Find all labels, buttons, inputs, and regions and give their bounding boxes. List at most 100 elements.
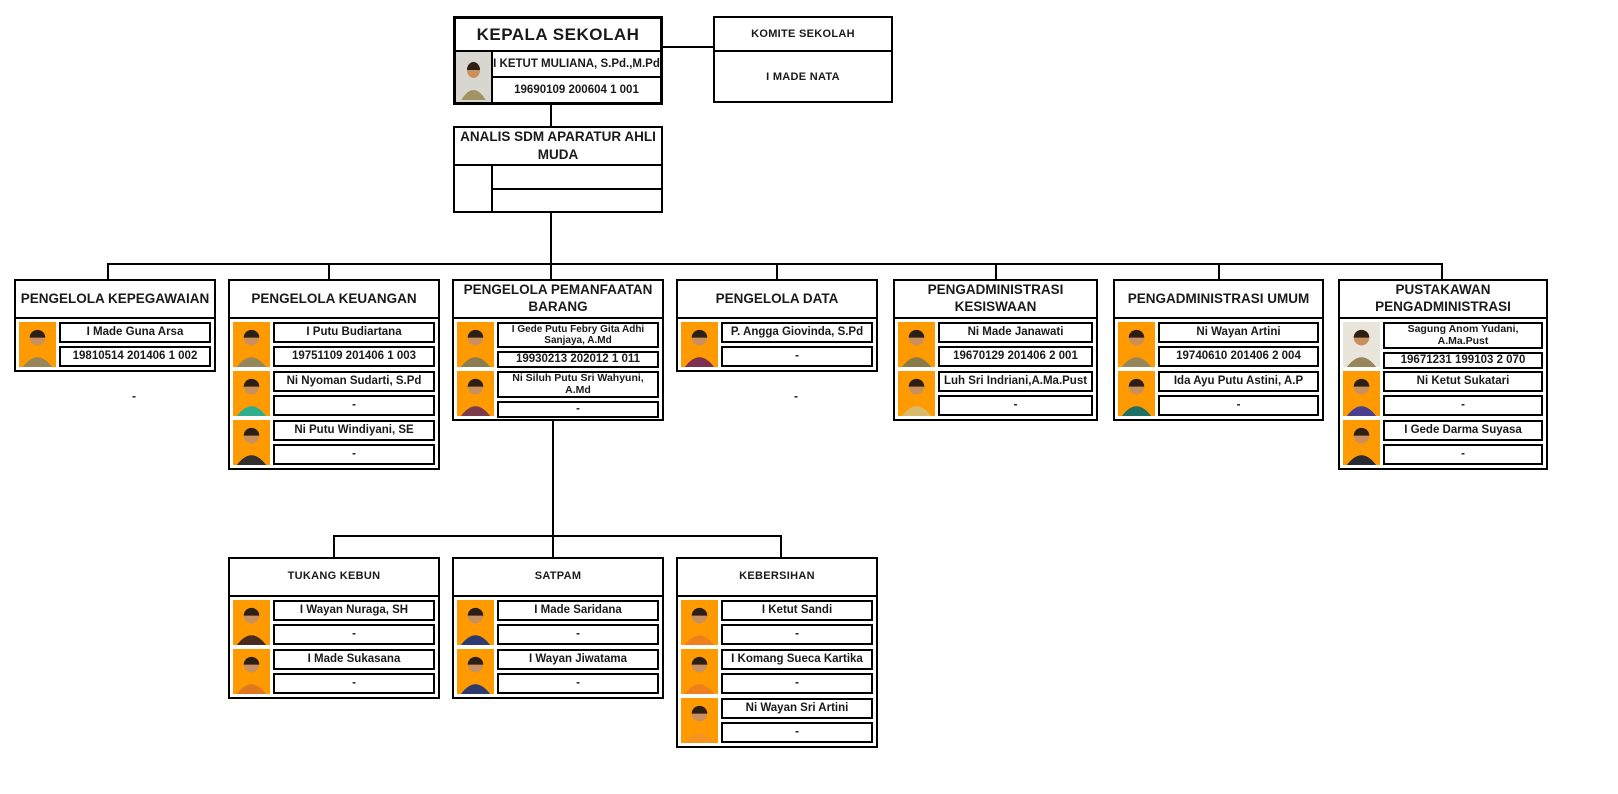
unit-title: PENGADMINISTRASI KESISWAAN (895, 281, 1096, 319)
member-row: Ni Ketut Sukatari - (1343, 371, 1543, 416)
member-name: Luh Sri Indriani,A.Ma.Pust (938, 371, 1093, 392)
member-nip: - (273, 444, 435, 465)
member-photo (1118, 371, 1155, 416)
member-photo (457, 600, 494, 645)
kepala-photo (456, 52, 493, 102)
analis-title: ANALIS SDM APARATUR AHLI MUDA (455, 128, 661, 166)
kepala-name: I KETUT MULIANA, S.Pd.,M.Pd (493, 52, 660, 78)
kepala-sekolah-box: KEPALA SEKOLAH I KETUT MULIANA, S.Pd.,M.… (453, 16, 663, 105)
member-name: I Made Guna Arsa (59, 322, 211, 343)
connector-line (550, 212, 552, 264)
member-name: Ni Wayan Artini (1158, 322, 1319, 343)
komite-name: I MADE NATA (766, 70, 840, 83)
person-photo-icon (684, 329, 715, 367)
member-nip: 19740610 201406 2 004 (1158, 346, 1319, 367)
unit-title: SATPAM (454, 559, 662, 597)
unit-box-pengelola-pemanfaatan-barang: PENGELOLA PEMANFAATAN BARANG I Gede Putu… (452, 279, 664, 421)
analis-empty-photo-cell (455, 166, 493, 211)
member-name: I Putu Budiartana (273, 322, 435, 343)
member-row: I Made Guna Arsa 19810514 201406 1 002 (19, 322, 211, 367)
vacant-dash: - (132, 389, 136, 403)
unit-box-satpam: SATPAM I Made Saridana - (452, 557, 664, 699)
unit-box-kebersihan: KEBERSIHAN I Ketut Sandi - (676, 557, 878, 748)
member-row: Ida Ayu Putu Astini, A.P - (1118, 371, 1319, 416)
person-photo-icon (461, 62, 486, 100)
member-nip: - (938, 395, 1093, 416)
person-photo-icon (460, 607, 491, 645)
vacant-dash: - (794, 389, 798, 403)
person-photo-icon (22, 329, 53, 367)
person-photo-icon (901, 378, 932, 416)
member-row: Ni Putu Windiyani, SE - (233, 420, 435, 465)
member-photo (233, 420, 270, 465)
person-photo-icon (236, 656, 267, 694)
person-photo-icon (684, 656, 715, 694)
kepala-title: KEPALA SEKOLAH (456, 19, 660, 52)
person-photo-icon (684, 607, 715, 645)
analis-empty-name-cell (493, 166, 661, 190)
person-photo-icon (236, 427, 267, 465)
connector-line (552, 421, 554, 535)
analis-sdm-box: ANALIS SDM APARATUR AHLI MUDA (453, 126, 663, 213)
member-nip: 19751109 201406 1 003 (273, 346, 435, 367)
connector-line (1441, 263, 1443, 279)
member-name: I Ketut Sandi (721, 600, 873, 621)
member-nip: - (721, 722, 873, 743)
member-row: I Made Sukasana - (233, 649, 435, 694)
member-photo (19, 322, 56, 367)
member-nip: - (1383, 444, 1543, 465)
member-row: Ni Siluh Putu Sri Wahyuni, A.Md - (457, 371, 659, 418)
unit-title: TUKANG KEBUN (230, 559, 438, 597)
person-photo-icon (460, 329, 491, 367)
member-row: Ni Wayan Sri Artini - (681, 698, 873, 743)
member-photo (1343, 420, 1380, 465)
unit-box-pustakawan-pengadministrasi: PUSTAKAWAN PENGADMINISTRASI Sagung Anom … (1338, 279, 1548, 470)
member-photo (233, 371, 270, 416)
unit-title: PENGELOLA KEUANGAN (230, 281, 438, 319)
member-row: I Wayan Jiwatama - (457, 649, 659, 694)
member-name: Ni Ketut Sukatari (1383, 371, 1543, 392)
member-nip: - (721, 673, 873, 694)
person-photo-icon (460, 378, 491, 416)
member-row: I Wayan Nuraga, SH - (233, 600, 435, 645)
connector-line (1218, 263, 1220, 279)
member-photo (1343, 322, 1380, 367)
person-photo-icon (1121, 378, 1152, 416)
person-photo-icon (1346, 329, 1377, 367)
member-row: Sagung Anom Yudani, A.Ma.Pust 19671231 1… (1343, 322, 1543, 369)
member-photo (457, 371, 494, 416)
member-nip: - (497, 673, 659, 694)
member-photo (681, 322, 718, 367)
person-photo-icon (1346, 378, 1377, 416)
connector-line (780, 535, 782, 557)
member-row: I Made Saridana - (457, 600, 659, 645)
connector-line (995, 263, 997, 279)
member-photo (681, 698, 718, 743)
member-photo (233, 649, 270, 694)
unit-box-pengelola-keuangan: PENGELOLA KEUANGAN I Putu Budiartana 197… (228, 279, 440, 470)
unit-box-pengadministrasi-umum: PENGADMINISTRASI UMUM Ni Wayan Artini 19… (1113, 279, 1324, 421)
member-name: Ida Ayu Putu Astini, A.P (1158, 371, 1319, 392)
connector-line (107, 263, 109, 279)
member-row: I Ketut Sandi - (681, 600, 873, 645)
analis-empty-nip-cell (493, 190, 661, 212)
connector-line (550, 263, 552, 279)
connector-line (333, 535, 335, 557)
member-row: I Gede Darma Suyasa - (1343, 420, 1543, 465)
connector-line (107, 263, 1443, 265)
member-nip: - (1383, 395, 1543, 416)
person-photo-icon (901, 329, 932, 367)
member-name: I Gede Darma Suyasa (1383, 420, 1543, 441)
member-name: Ni Siluh Putu Sri Wahyuni, A.Md (497, 371, 659, 399)
member-nip: - (273, 395, 435, 416)
unit-title: PENGELOLA DATA (678, 281, 876, 319)
connector-line (663, 46, 713, 48)
member-name: I Made Saridana (497, 600, 659, 621)
member-name: I Wayan Nuraga, SH (273, 600, 435, 621)
member-nip: - (721, 624, 873, 645)
connector-line (776, 263, 778, 279)
unit-box-tukang-kebun: TUKANG KEBUN I Wayan Nuraga, SH - (228, 557, 440, 699)
member-row: Ni Wayan Artini 19740610 201406 2 004 (1118, 322, 1319, 367)
member-name: Ni Wayan Sri Artini (721, 698, 873, 719)
member-photo (898, 371, 935, 416)
